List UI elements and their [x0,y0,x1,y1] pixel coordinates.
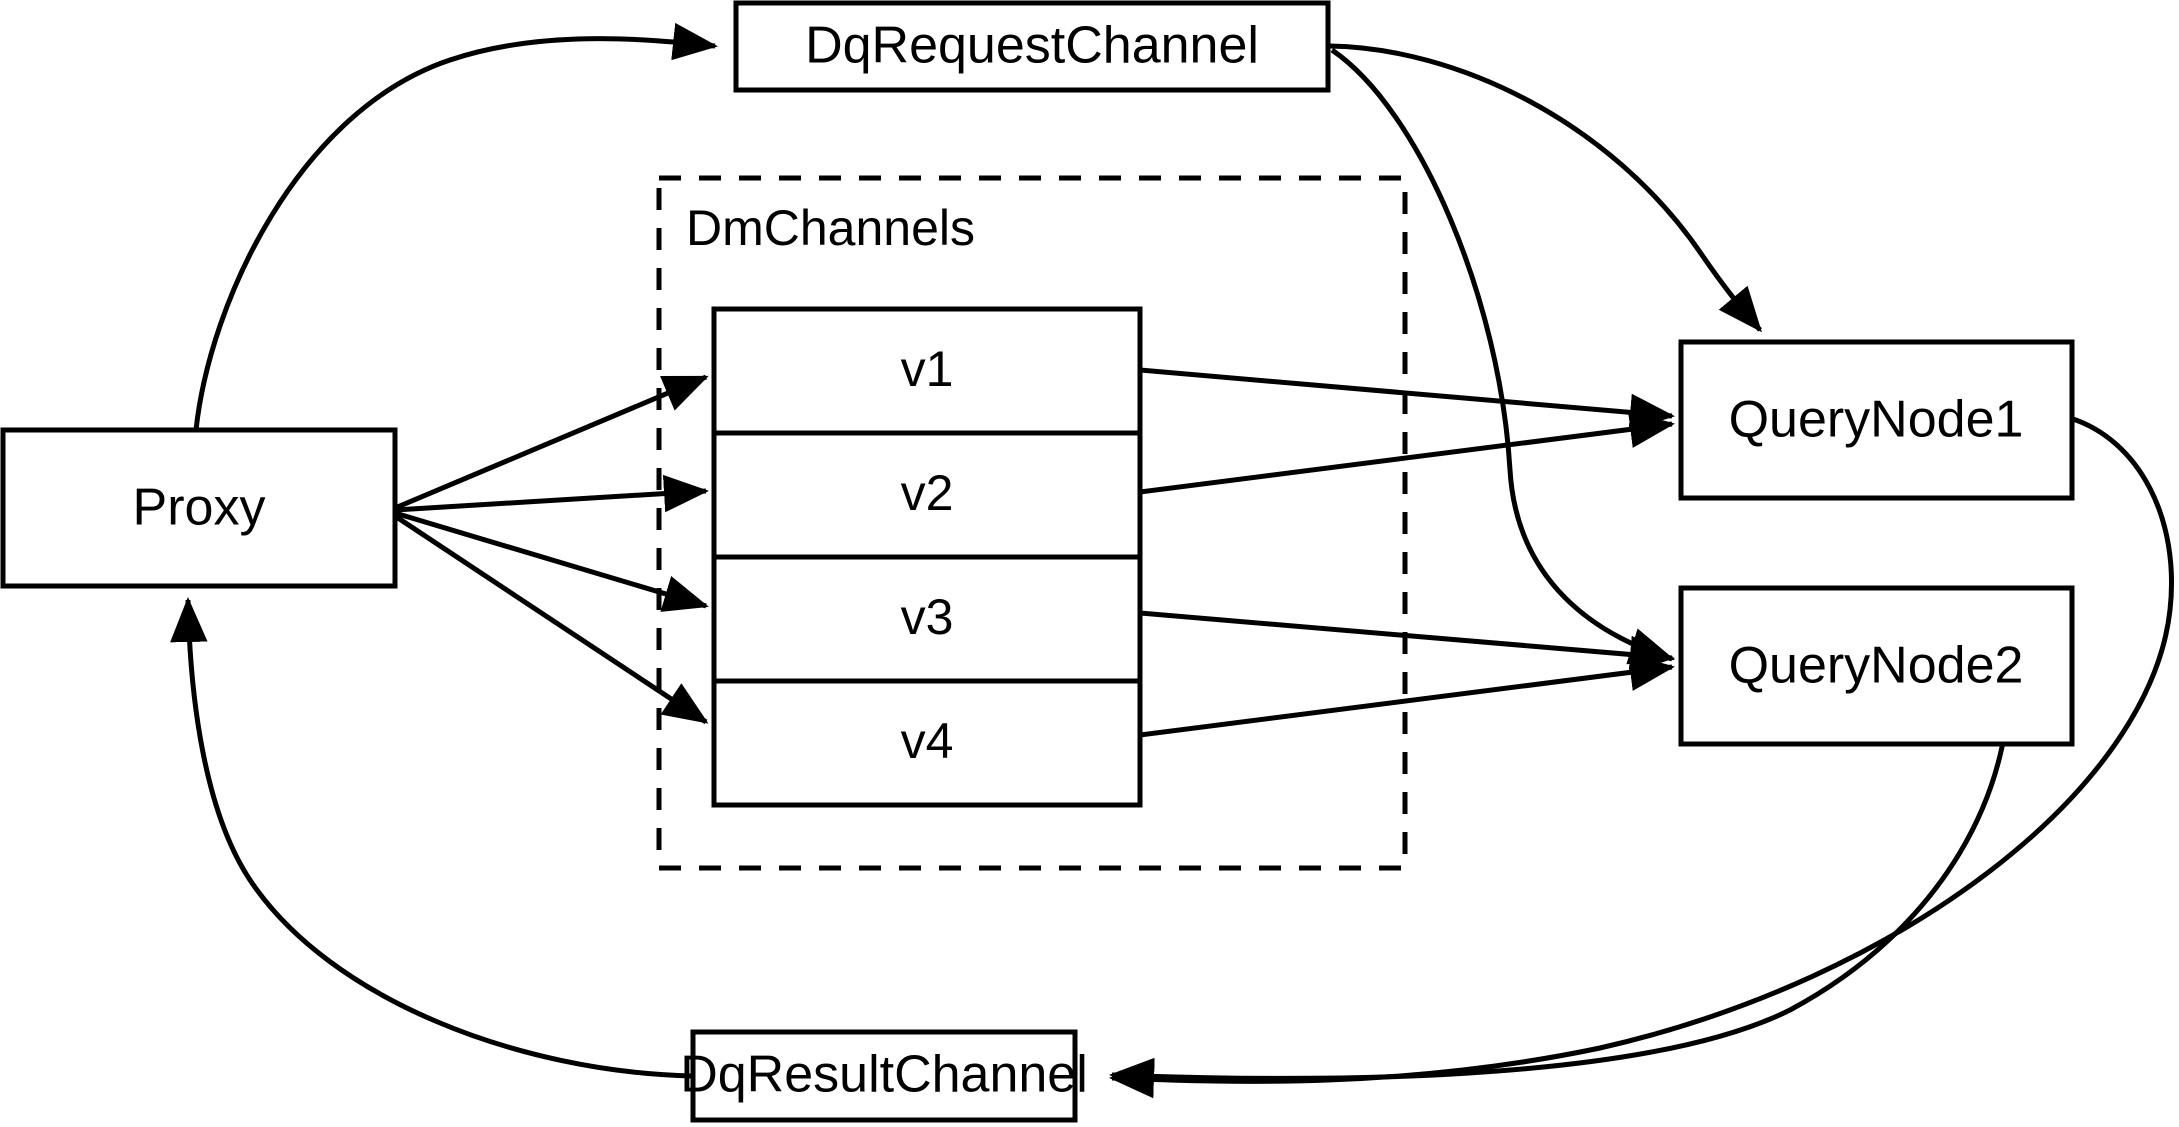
edge-proxy-to-dqrequestchannel [193,22,718,431]
vchannel-label-v2[interactable]: v2 [901,465,954,521]
node-querynode1[interactable]: QueryNode1 [1678,339,2075,501]
edge-dqrequestchannel-to-querynode1 [1329,43,1762,333]
edge-querynode2-to-dqresultchannel [1109,652,2012,1096]
node-dqrequestchannel-box[interactable] [733,0,1331,93]
dmchannels-group-border [656,175,1408,871]
node-querynode2[interactable]: QueryNode2 [1678,585,2075,747]
vchannel-label-v4[interactable]: v4 [901,713,954,769]
vchannel-stack: v1 v2 v3 v4 [711,306,1143,808]
node-dqresultchannel[interactable]: DqResultChannel [680,1029,1088,1123]
edge-proxy-to-v1 [394,374,709,511]
dmchannels-group-label: DmChannels [686,200,975,256]
vchannel-label-v1[interactable]: v1 [901,341,954,397]
edge-v4-to-querynode2 [1139,653,1675,738]
node-proxy[interactable]: Proxy [0,427,398,589]
vchannel-label-v3[interactable]: v3 [901,589,954,645]
node-querynode1-box[interactable] [1678,339,2075,501]
edge-dqrequestchannel-to-querynode2 [1330,47,1675,665]
node-querynode1-label: QueryNode1 [1729,391,2024,449]
node-proxy-label: Proxy [133,479,266,537]
edge-querynode1-to-dqresultchannel [1109,415,2174,1099]
edge-proxy-to-v2 [394,474,709,513]
edge-dqresultchannel-to-proxy [170,597,693,1079]
edge-proxy-to-v4 [393,513,709,725]
edge-v2-to-querynode1 [1139,410,1675,495]
node-querynode2-label: QueryNode2 [1729,637,2024,695]
edge-proxy-to-v3 [394,510,709,612]
node-proxy-box[interactable] [0,427,398,589]
node-querynode2-box[interactable] [1678,585,2075,747]
node-dqrequestchannel-label: DqRequestChannel [805,17,1259,75]
node-dqrequestchannel[interactable]: DqRequestChannel [733,0,1331,93]
node-dqresultchannel-label: DqResultChannel [680,1046,1088,1104]
node-dqresultchannel-box[interactable] [690,1029,1078,1123]
dmchannels-group: DmChannels [656,175,1408,871]
